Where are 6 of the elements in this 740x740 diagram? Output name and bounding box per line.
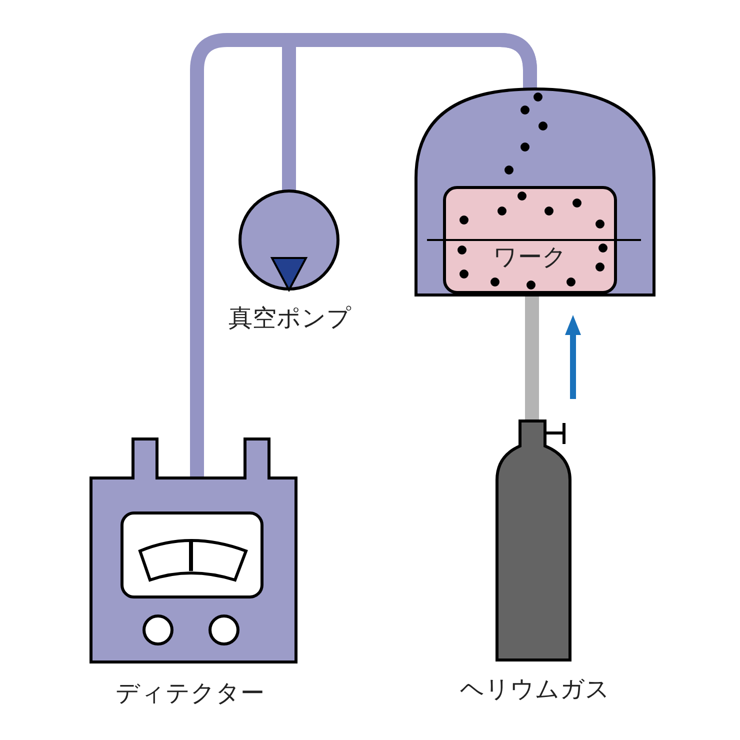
device-label: ヘリウムガス	[460, 675, 610, 703]
device-label: ディテクター	[116, 679, 264, 707]
work-piece: ワーク	[443, 186, 617, 294]
device-label: 真空ポンプ	[228, 304, 352, 332]
pipe	[525, 296, 539, 420]
pipe	[282, 33, 537, 190]
